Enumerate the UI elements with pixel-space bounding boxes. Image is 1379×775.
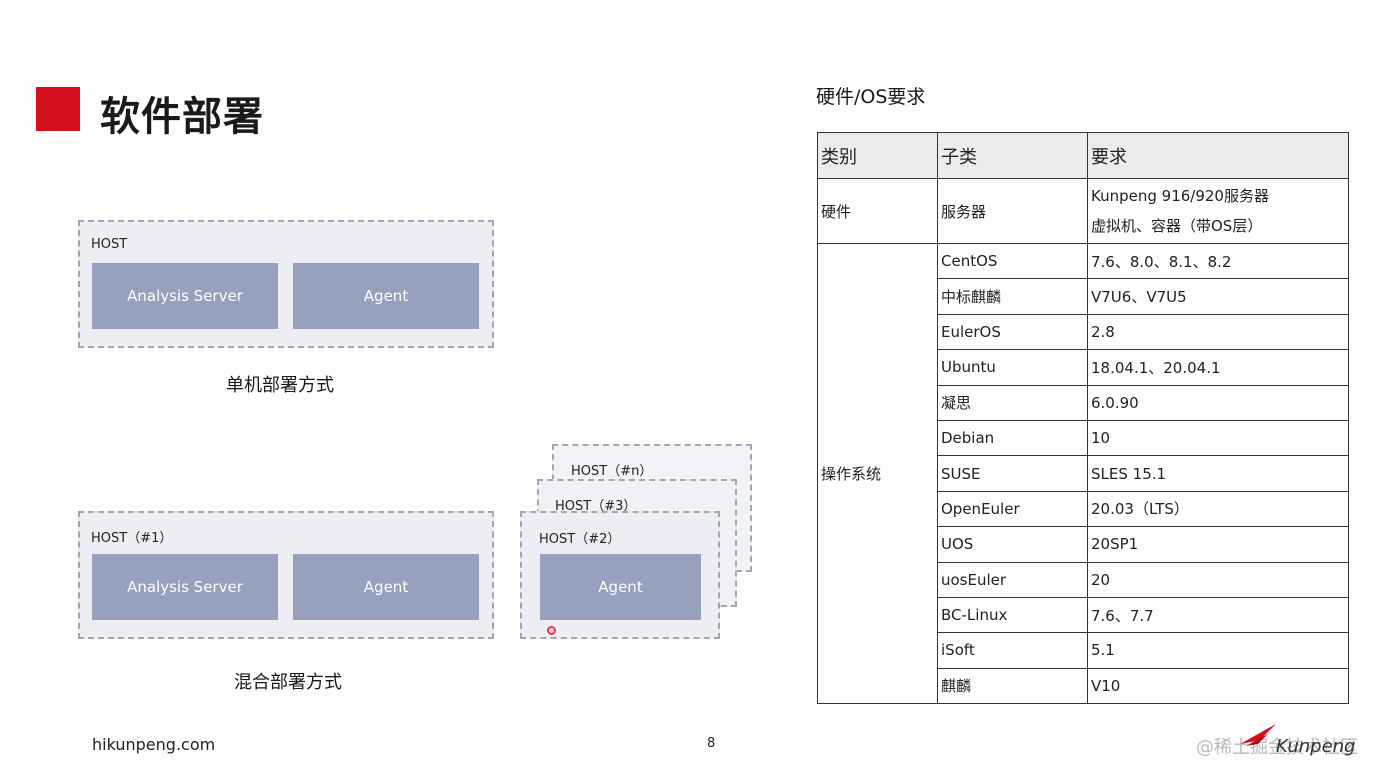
title-accent-bar bbox=[36, 87, 80, 131]
cell-sub: CentOS bbox=[937, 242, 1088, 280]
cell-req: 20 bbox=[1087, 561, 1349, 598]
table-row: BC-Linux 7.6、7.7 bbox=[818, 596, 1349, 634]
table-row: iSoft 5.1 bbox=[818, 632, 1349, 669]
cell-req: 5.1 bbox=[1087, 632, 1349, 669]
cell-category-hardware: 硬件 bbox=[817, 178, 938, 244]
table-row: Ubuntu 18.04.1、20.04.1 bbox=[818, 349, 1349, 386]
cell-sub: EulerOS bbox=[937, 313, 1088, 351]
cell-req: 10 bbox=[1087, 419, 1349, 457]
table-row: 操作系统 CentOS 7.6、8.0、8.1、8.2 bbox=[817, 242, 1349, 705]
table-row: Debian 10 bbox=[818, 419, 1349, 457]
cell-sub: UOS bbox=[937, 526, 1088, 563]
mixed-agent: Agent bbox=[293, 554, 479, 620]
header-category: 类别 bbox=[817, 132, 938, 179]
cell-sub-server: 服务器 bbox=[937, 178, 1088, 244]
single-caption: 单机部署方式 bbox=[226, 375, 334, 396]
host3-label: HOST（#3） bbox=[555, 499, 637, 514]
cell-req: V10 bbox=[1087, 667, 1349, 705]
table-row: OpenEuler 20.03（LTS） bbox=[818, 490, 1349, 528]
cell-sub: uosEuler bbox=[937, 561, 1088, 598]
mixed-caption: 混合部署方式 bbox=[234, 672, 342, 693]
cell-req: 7.6、8.0、8.1、8.2 bbox=[1087, 242, 1349, 280]
req-server-line2: 虚拟机、容器（带OS层） bbox=[1091, 217, 1263, 235]
cell-req: V7U6、V7U5 bbox=[1087, 278, 1349, 315]
host1-label: HOST（#1） bbox=[91, 531, 173, 546]
table-row: 凝思 6.0.90 bbox=[818, 384, 1349, 421]
table-header-row: 类别 子类 要求 bbox=[817, 132, 1349, 179]
cell-sub: 麒麟 bbox=[937, 667, 1088, 705]
cell-sub: OpenEuler bbox=[937, 490, 1088, 528]
page-title: 软件部署 bbox=[100, 94, 264, 140]
cell-sub: 凝思 bbox=[937, 384, 1088, 421]
table-row: 中标麒麟 V7U6、V7U5 bbox=[818, 278, 1349, 315]
host2-label: HOST（#2） bbox=[539, 532, 621, 547]
cell-sub: SUSE bbox=[937, 455, 1088, 492]
watermark: @稀土掘金技术社区 bbox=[1196, 737, 1358, 758]
kunpeng-logo-icon bbox=[1240, 724, 1276, 746]
header-subcategory: 子类 bbox=[937, 132, 1088, 179]
requirements-title: 硬件/OS要求 bbox=[816, 86, 926, 108]
cell-sub: BC-Linux bbox=[937, 596, 1088, 634]
cell-sub: 中标麒麟 bbox=[937, 278, 1088, 315]
single-analysis-server: Analysis Server bbox=[92, 263, 278, 329]
cursor-indicator bbox=[547, 626, 556, 635]
cell-req: 20SP1 bbox=[1087, 526, 1349, 563]
cell-req: 7.6、7.7 bbox=[1087, 596, 1349, 634]
req-server-line1: Kunpeng 916/920服务器 bbox=[1091, 187, 1269, 205]
cell-req: 2.8 bbox=[1087, 313, 1349, 351]
single-host-label: HOST bbox=[91, 237, 128, 252]
page-number: 8 bbox=[707, 736, 716, 751]
cell-sub: Debian bbox=[937, 419, 1088, 457]
kunpeng-logo-text: Kunpeng bbox=[1276, 736, 1356, 757]
table-row: uosEuler 20 bbox=[818, 561, 1349, 598]
cell-req-server: Kunpeng 916/920服务器 虚拟机、容器（带OS层） bbox=[1087, 178, 1349, 244]
header-requirement: 要求 bbox=[1087, 132, 1349, 179]
footer-url: hikunpeng.com bbox=[92, 735, 216, 754]
table-row: 麒麟 V10 bbox=[818, 667, 1349, 705]
cell-req: 6.0.90 bbox=[1087, 384, 1349, 421]
single-agent: Agent bbox=[293, 263, 479, 329]
mixed-analysis-server: Analysis Server bbox=[92, 554, 278, 620]
host2-agent: Agent bbox=[540, 554, 701, 620]
table-row: SUSE SLES 15.1 bbox=[818, 455, 1349, 492]
cell-sub: Ubuntu bbox=[937, 349, 1088, 386]
table-row: EulerOS 2.8 bbox=[818, 313, 1349, 351]
table-row: UOS 20SP1 bbox=[818, 526, 1349, 563]
hostn-label: HOST（#n） bbox=[571, 464, 653, 479]
cell-category-os: 操作系统 bbox=[817, 242, 938, 705]
requirements-table: 类别 子类 要求 硬件 服务器 Kunpeng 916/920服务器 虚拟机、容… bbox=[817, 132, 1349, 705]
cell-req: 18.04.1、20.04.1 bbox=[1087, 349, 1349, 386]
cell-req: 20.03（LTS） bbox=[1087, 490, 1349, 528]
cell-sub: iSoft bbox=[937, 632, 1088, 669]
cell-req: SLES 15.1 bbox=[1087, 455, 1349, 492]
table-row-hardware: 硬件 服务器 Kunpeng 916/920服务器 虚拟机、容器（带OS层） bbox=[817, 178, 1349, 244]
